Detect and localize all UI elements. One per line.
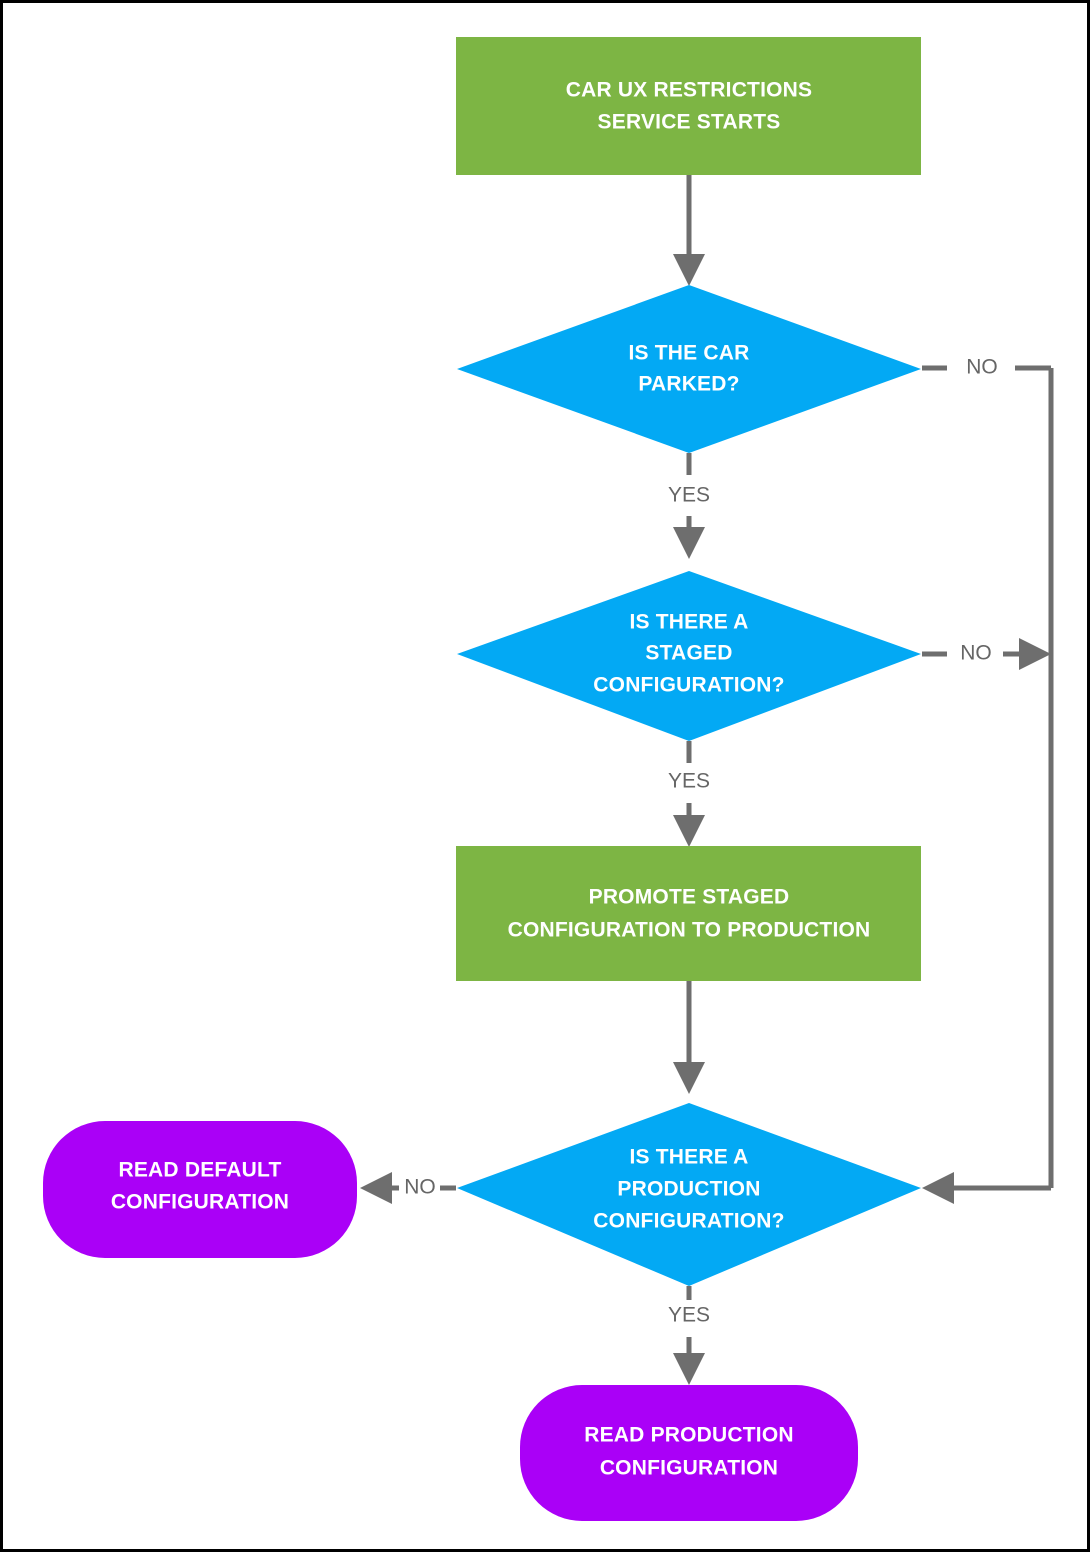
edge-parked-yes-to-staged <box>673 453 705 559</box>
edge-promote-to-production <box>673 981 705 1094</box>
edge-label-staged-no: NO <box>960 642 992 665</box>
node-read-production-line-2: CONFIGURATION <box>600 1457 778 1480</box>
node-promote-shape[interactable] <box>456 846 921 981</box>
edge-production-yes-to-read-production <box>673 1286 705 1385</box>
node-start[interactable]: CAR UX RESTRICTIONS SERVICE STARTS <box>456 37 921 175</box>
flowchart-svg: CAR UX RESTRICTIONS SERVICE STARTS IS TH… <box>43 37 1054 1521</box>
node-read-default-line-2: CONFIGURATION <box>111 1191 289 1214</box>
node-decision-production-line-2: PRODUCTION <box>617 1178 760 1201</box>
edge-label-parked-yes: YES <box>668 484 710 507</box>
connectors-layer <box>360 175 1054 1385</box>
edge-label-production-no: NO <box>404 1176 436 1199</box>
edge-parked-no-to-rail <box>922 365 1054 1188</box>
node-read-default-shape[interactable] <box>43 1121 357 1258</box>
node-decision-staged-line-2: STAGED <box>645 642 732 665</box>
edge-labels-layer: YES NO YES NO NO YES <box>404 356 998 1327</box>
edge-start-to-parked <box>673 175 705 286</box>
node-decision-parked-line-1: IS THE CAR <box>628 342 749 365</box>
node-read-default-line-1: READ DEFAULT <box>118 1159 281 1182</box>
node-decision-staged-line-3: CONFIGURATION? <box>593 674 784 697</box>
node-decision-production[interactable]: IS THERE A PRODUCTION CONFIGURATION? <box>457 1103 921 1286</box>
node-decision-production-shape[interactable] <box>457 1103 921 1286</box>
edge-label-production-yes: YES <box>668 1304 710 1327</box>
node-decision-staged-shape[interactable] <box>457 571 921 741</box>
node-promote-line-1: PROMOTE STAGED <box>589 886 790 909</box>
edge-rail-to-production <box>922 1172 1051 1204</box>
node-promote[interactable]: PROMOTE STAGED CONFIGURATION TO PRODUCTI… <box>456 846 921 981</box>
node-decision-parked-shape[interactable] <box>457 285 921 453</box>
edge-label-staged-yes: YES <box>668 770 710 793</box>
node-decision-staged-line-1: IS THERE A <box>629 611 748 634</box>
node-decision-staged[interactable]: IS THERE A STAGED CONFIGURATION? <box>457 571 921 741</box>
node-start-line-1: CAR UX RESTRICTIONS <box>566 79 812 102</box>
node-read-production-line-1: READ PRODUCTION <box>584 1424 794 1447</box>
node-read-production-shape[interactable] <box>520 1385 858 1521</box>
node-decision-parked-line-2: PARKED? <box>638 373 739 396</box>
edge-staged-no-to-rail <box>922 638 1051 670</box>
edge-label-parked-no: NO <box>966 356 998 379</box>
node-decision-production-line-3: CONFIGURATION? <box>593 1210 784 1233</box>
node-start-line-2: SERVICE STARTS <box>598 111 781 134</box>
edge-staged-yes-to-promote <box>673 741 705 847</box>
node-start-shape[interactable] <box>456 37 921 175</box>
edge-production-no-to-read-default <box>360 1172 456 1204</box>
node-promote-line-2: CONFIGURATION TO PRODUCTION <box>508 919 871 942</box>
node-read-default[interactable]: READ DEFAULT CONFIGURATION <box>43 1121 357 1258</box>
node-decision-parked[interactable]: IS THE CAR PARKED? <box>457 285 921 453</box>
node-read-production[interactable]: READ PRODUCTION CONFIGURATION <box>520 1385 858 1521</box>
node-decision-production-line-1: IS THERE A <box>629 1146 748 1169</box>
